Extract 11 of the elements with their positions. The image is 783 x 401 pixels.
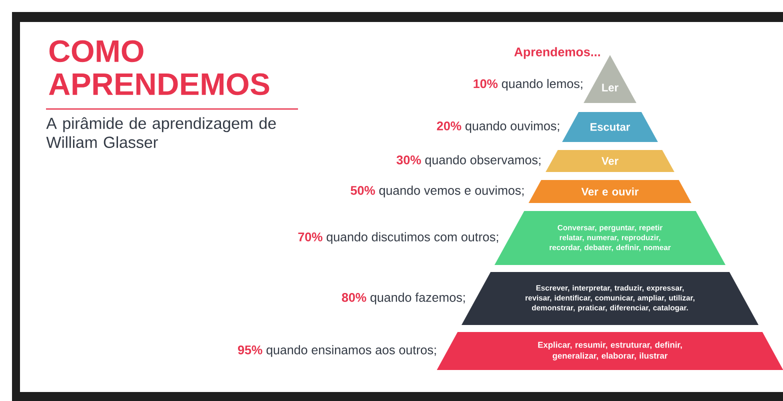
caption-text: 95% quando ensinamos aos outros; [238, 345, 436, 357]
subtitle: A pirâmide de aprendizagem de William Glasser [46, 117, 276, 148]
title: COMO APRENDEMOS [48, 40, 270, 96]
pyramid-layer: Escutar [562, 112, 658, 142]
caption-text: 30% quando observamos; [396, 155, 540, 167]
caption-text: 10% quando lemos; [474, 78, 582, 91]
caption-text: 20% quando ouvimos; [436, 121, 560, 133]
caption-text: 50% quando vemos e ouvimos; [350, 186, 524, 198]
pyramid-layer: Ler [584, 55, 636, 103]
pyramid-layer: Ver e ouvir [528, 180, 692, 203]
pyramid-layer: Explicar, resumir, estruturar, definir, generalizar, elaborar, ilustrar [436, 332, 783, 370]
